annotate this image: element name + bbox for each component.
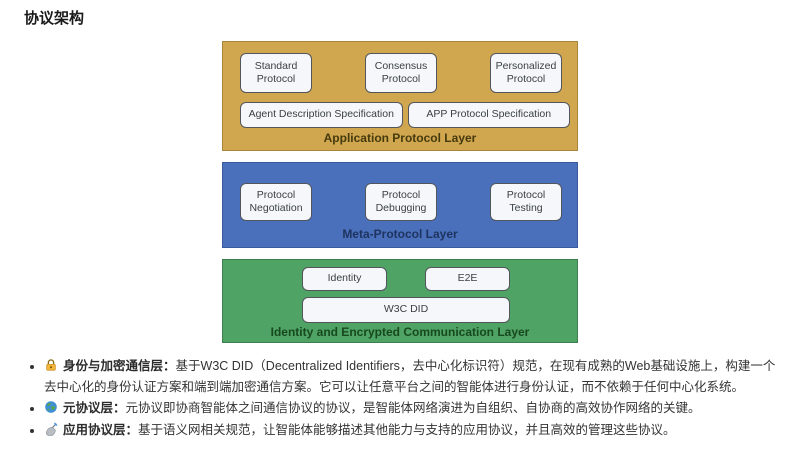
agent-description-spec-box: Agent Description Specification (240, 102, 403, 128)
protocol-testing-box: Protocol Testing (490, 183, 562, 221)
meta-layer-row: Protocol Negotiation Protocol Debugging … (223, 183, 577, 221)
w3c-did-box: W3C DID (302, 297, 510, 323)
app-layer-row-specs: Agent Description Specification APP Prot… (223, 102, 577, 128)
meta-layer-label: Meta-Protocol Layer (342, 227, 458, 241)
application-layer-label: Application Protocol Layer (323, 131, 477, 145)
lock-icon (46, 359, 56, 371)
protocol-architecture-diagram: Standard Protocol Consensus Protocol Per… (222, 41, 578, 343)
note-heading: 应用协议层： (63, 422, 139, 437)
app-layer-row-protocols: Standard Protocol Consensus Protocol Per… (223, 53, 577, 93)
note-heading: 元协议层： (63, 401, 126, 415)
note-app-layer: 应用协议层：基于语义网相关规范，让智能体能够描述其他能力与支持的应用协议，并且高… (44, 420, 776, 441)
protocol-debugging-box: Protocol Debugging (365, 183, 437, 221)
consensus-protocol-box: Consensus Protocol (365, 53, 437, 93)
note-text: 基于语义网相关规范，让智能体能够描述其他能力与支持的应用协议，并且高效的管理这些… (138, 422, 676, 437)
identity-encrypted-communication-layer: Identity E2E W3C DID Identity and Encryp… (222, 259, 578, 343)
identity-layer-inner: Identity E2E W3C DID (302, 267, 510, 323)
note-heading: 身份与加密通信层： (63, 359, 176, 373)
personalized-protocol-box: Personalized Protocol (490, 53, 562, 93)
layer-description-list: 身份与加密通信层：基于W3C DID（Decentralized Identif… (28, 356, 776, 441)
note-identity-layer: 身份与加密通信层：基于W3C DID（Decentralized Identif… (44, 356, 776, 397)
globe-icon (45, 401, 57, 413)
note-text: 基于W3C DID（Decentralized Identifiers，去中心化… (44, 359, 776, 394)
app-protocol-spec-box: APP Protocol Specification (407, 102, 570, 128)
note-meta-layer: 元协议层：元协议即协商智能体之间通信协议的协议，是智能体网络演进为自组织、自协商… (44, 398, 776, 419)
identity-layer-row1: Identity E2E (302, 267, 510, 291)
note-text: 元协议即协商智能体之间通信协议的协议，是智能体网络演进为自组织、自协商的高效协作… (125, 401, 701, 415)
page-title: 协议架构 (24, 10, 85, 27)
meta-protocol-layer: Protocol Negotiation Protocol Debugging … (222, 162, 578, 248)
application-protocol-layer: Standard Protocol Consensus Protocol Per… (222, 41, 578, 151)
identity-box: Identity (302, 267, 387, 291)
identity-layer-label: Identity and Encrypted Communication Lay… (270, 325, 530, 339)
satellite-icon (45, 422, 58, 436)
standard-protocol-box: Standard Protocol (240, 53, 312, 93)
protocol-negotiation-box: Protocol Negotiation (240, 183, 312, 221)
e2e-box: E2E (425, 267, 510, 291)
